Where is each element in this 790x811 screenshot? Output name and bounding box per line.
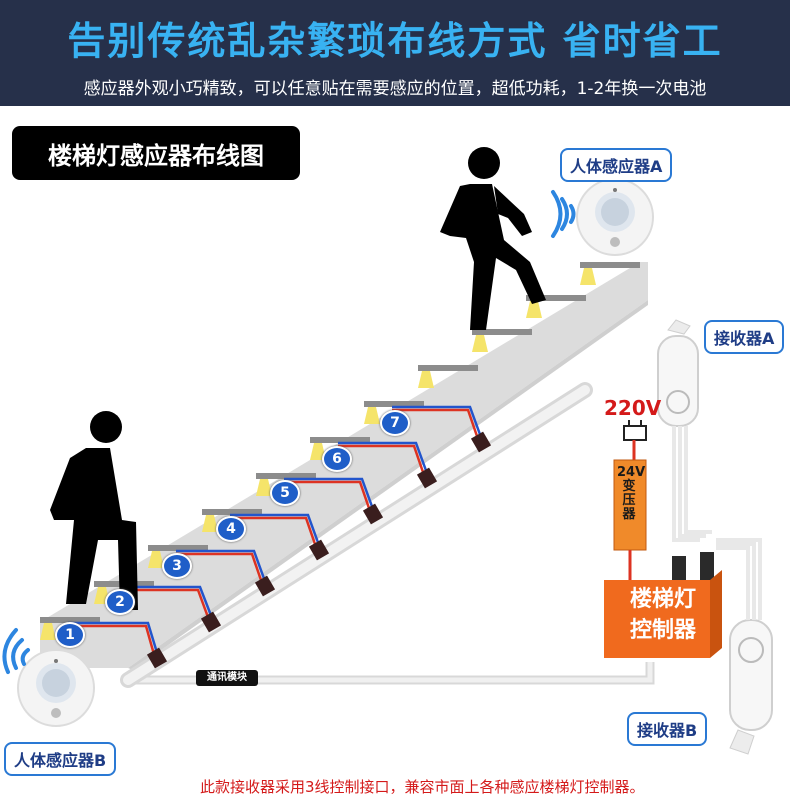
step-number-badge: 3 [162,553,192,579]
step-number-badge: 1 [55,622,85,648]
wifi-signal-icon-b [2,628,30,674]
banner-subtitle: 感应器外观小巧精致，可以任意贴在需要感应的位置，超低功耗，1-2年换一次电池 [83,79,707,99]
comm-pipe [120,382,655,688]
sensor-a-label: 人体感应器A [560,148,673,182]
transformer-label: 24V变压器 [617,465,646,522]
controller-connectors [672,552,714,580]
wifi-signal-icon [551,190,576,238]
banner-title: 告别传统乱杂繁琐布线方式 省时省工 [67,19,723,63]
transformer-box [613,459,647,551]
step-wires [68,405,484,659]
sensor-a-device [576,178,654,256]
top-banner: 告别传统乱杂繁琐布线方式 省时省工 感应器外观小巧精致，可以任意贴在需要感应的位… [0,0,790,106]
sensor-b-device [17,649,95,727]
controller-label-line1: 楼梯灯 [629,587,696,612]
receiver-a-device [657,319,712,542]
footer-note: 此款接收器采用3线控制接口，兼容市面上各种感应楼梯灯控制器。 [200,778,645,796]
voltage-label: 220V [604,396,662,420]
step-number-badge: 6 [322,446,352,472]
sensor-b-label: 人体感应器B [4,742,117,776]
step-number-badge: 7 [380,410,410,436]
step-lights [40,268,596,640]
walking-person-icon-lower [50,411,138,610]
receiver-b-device [716,538,773,755]
receiver-a-label: 接收器A [704,320,785,354]
receiver-b-label: 接收器B [627,712,708,746]
step-number-badge: 4 [216,516,246,542]
controller-label-line2: 控制器 [629,618,696,643]
junction-clips [146,431,492,669]
step-number-badge: 2 [105,589,135,615]
staircase-side [128,300,648,670]
section-title: 楼梯灯感应器布线图 [12,126,300,180]
controller-box [604,580,710,658]
walking-person-icon [440,147,546,330]
controller-label: 楼梯灯 控制器 [608,584,718,646]
comm-module-label: 通讯模块 [196,670,258,686]
step-number-badge: 5 [270,480,300,506]
plug-icon [623,420,647,441]
